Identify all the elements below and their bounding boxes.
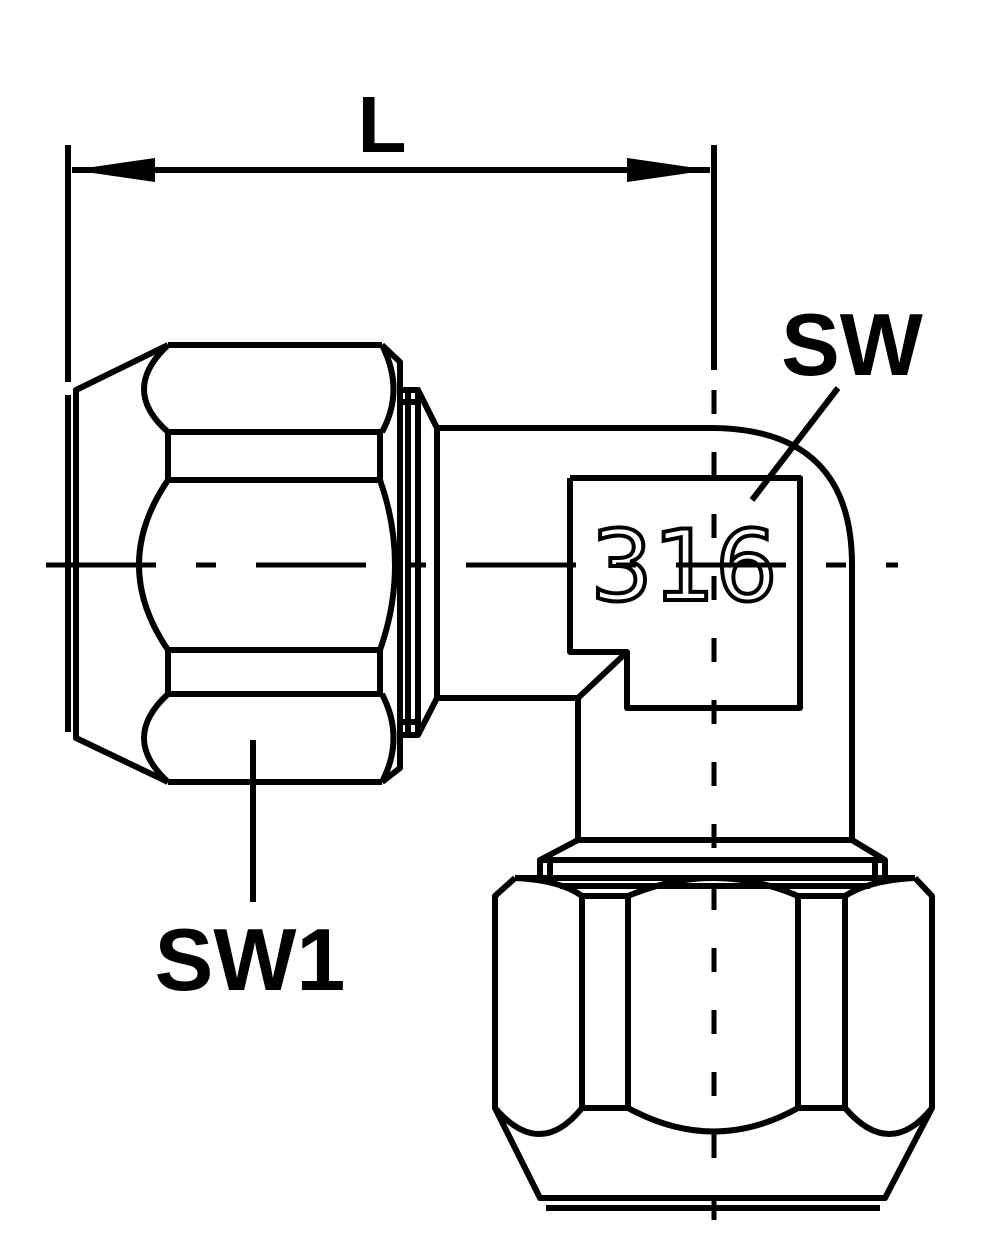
sw-leader-line — [749, 386, 841, 502]
sw-label: SW — [781, 295, 923, 394]
elbow-body — [437, 425, 855, 843]
bottom-nut — [492, 875, 935, 1211]
wrench-flat: 316 — [567, 475, 803, 711]
arrowhead-right — [627, 158, 710, 182]
sw1-label: SW1 — [155, 910, 346, 1009]
dimension-label-l: L — [358, 80, 407, 169]
dimension-l: L — [65, 80, 717, 382]
arrowhead-left — [72, 158, 155, 182]
